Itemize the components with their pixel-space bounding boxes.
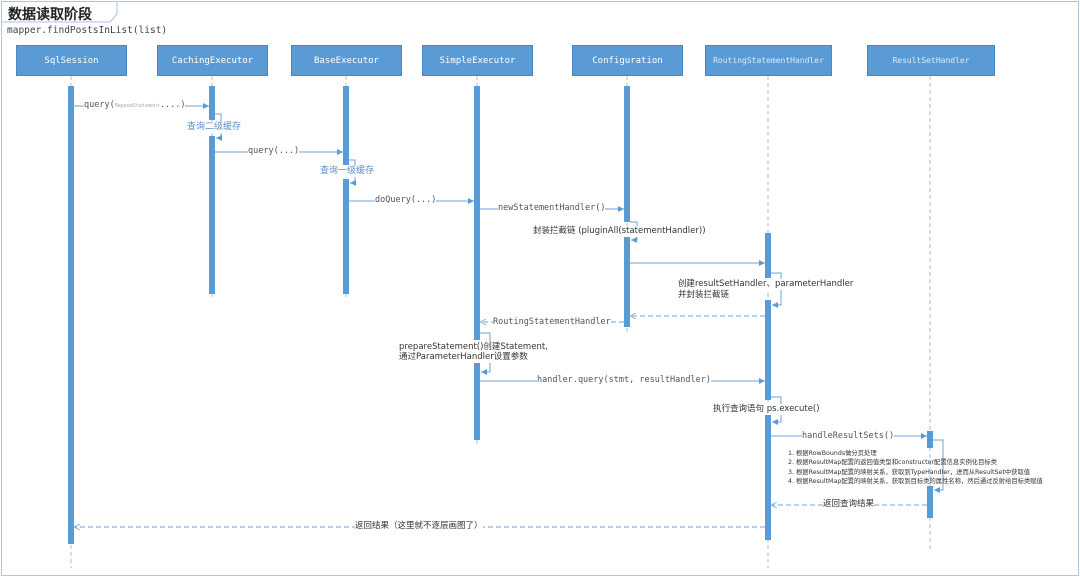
participant-routingstatementhandler: RoutingStatementHandler — [705, 45, 832, 76]
msg-prepare-1: prepareStatement()创建Statement, — [399, 342, 548, 353]
msg-prepare-2: 通过ParameterHandler设置参数 — [399, 352, 528, 363]
title-tab — [1, 1, 118, 23]
participant-cachingexecutor: CachingExecutor — [157, 45, 268, 76]
msg-doquery: doQuery(...) — [375, 195, 437, 206]
msg-create-handlers-2: 并封装拦截链 — [678, 290, 730, 301]
note-item: 1. 根据RowBounds做分页处理 — [788, 450, 877, 457]
participant-configuration: Configuration — [572, 45, 683, 76]
msg-query-1: query(MappedStatement....) — [84, 100, 186, 112]
msg-second-cache: 查询二级缓存 — [187, 122, 242, 133]
msg-query-2: query(...) — [248, 146, 300, 157]
msg-create-handlers-1: 创建resultSetHandler、parameterHandler — [678, 279, 854, 290]
participant-resultsethandler: ResultSetHandler — [867, 45, 995, 76]
participant-simpleexecutor: SimpleExecutor — [422, 45, 533, 76]
msg-first-cache: 查询一级缓存 — [320, 166, 375, 177]
msg-handle-result-sets: handleResultSets() — [802, 431, 895, 442]
msg-return-result: 返回结果（这里就不逐层画图了） — [355, 521, 483, 532]
result-handling-notes: 1. 根据RowBounds做分页处理 2. 根据ResultMap配置的返回值… — [788, 449, 1043, 486]
msg-return-query-result: 返回查询结果 — [823, 499, 875, 510]
note-item: 4. 根据ResultMap配置的映射关系，获取到目标类的属性名称，然后通过反射… — [788, 477, 1043, 485]
msg-new-statement-handler: newStatementHandler() — [498, 203, 606, 214]
note-item: 3. 根据ResultMap配置的映射关系，获取到TypeHandler，进而从… — [788, 468, 1031, 476]
diagram-subtitle: mapper.findPostsInList(list) — [7, 25, 168, 36]
participant-sqlsession: SqlSession — [16, 45, 127, 76]
msg-handler-query: handler.query(stmt, resultHandler) — [537, 375, 711, 386]
activation-bars — [68, 86, 933, 544]
participant-baseexecutor: BaseExecutor — [291, 45, 402, 76]
diagram-title: 数据读取阶段 — [8, 7, 92, 23]
note-item: 2. 根据ResultMap配置的返回值类型和constructor配置信息实例… — [788, 459, 997, 467]
msg-return-routing: RoutingStatementHandler — [493, 317, 611, 328]
msg-execute: 执行查询语句 ps.execute() — [713, 404, 820, 415]
msg-plugin-all: 封装拦截链 (pluginAll(statementHandler)) — [533, 226, 706, 237]
